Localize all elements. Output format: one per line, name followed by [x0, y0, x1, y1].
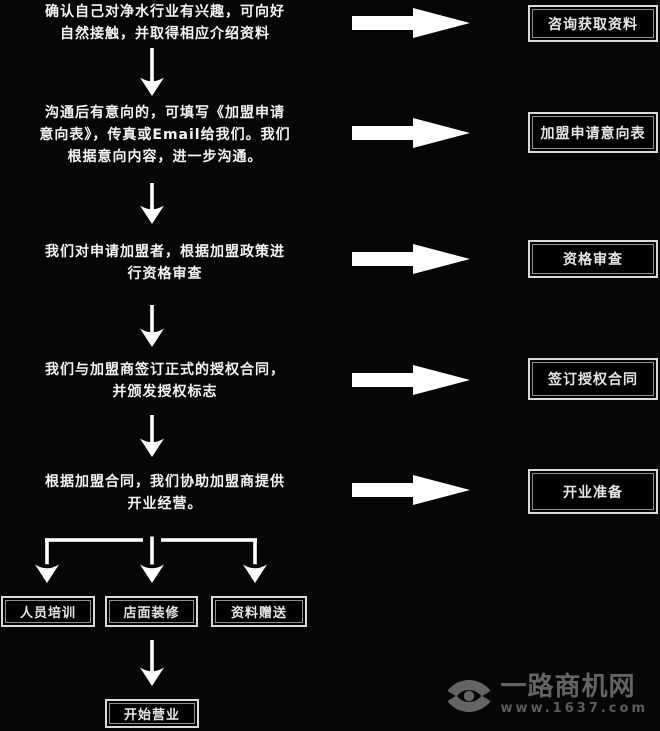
step-description-3-line-2: 行资格审查	[127, 266, 203, 282]
result-box-consult: 咨询获取资料	[528, 5, 658, 42]
branch-down-arrow-icon-left	[35, 564, 59, 583]
step-description-4: 我们与加盟商签订正式的授权合同， 并颁发授权标志	[0, 359, 330, 403]
right-arrow-icon-2	[352, 118, 470, 148]
step-description-2-line-1: 沟通后有意向的，可填写《加盟申请	[45, 105, 285, 121]
step-description-2-line-2: 意向表》，传真或Email给我们。我们	[39, 127, 291, 143]
watermark: 一路商机网 www.1637.com	[446, 674, 648, 717]
result-box-qualification-review-label: 资格审查	[532, 244, 654, 274]
watermark-site-url: www.1637.com	[500, 701, 648, 716]
step-description-5-line-2: 开业经营。	[127, 496, 203, 512]
step-description-1-line-1: 确认自己对净水行业有兴趣，可向好	[45, 4, 285, 20]
step-description-1-line-2: 自然接触，并取得相应介绍资料	[60, 26, 270, 42]
final-box-open-business: 开始营业	[105, 699, 199, 728]
branch-box-store-decoration: 店面装修	[105, 596, 198, 627]
branch-box-staff-training: 人员培训	[1, 596, 95, 627]
branch-box-materials-gift-label: 资料赠送	[215, 600, 303, 623]
step-description-3: 我们对申请加盟者，根据加盟政策进 行资格审查	[0, 241, 330, 285]
right-arrow-icon-1	[352, 8, 470, 38]
branch-box-store-decoration-label: 店面装修	[109, 600, 194, 623]
branch-box-staff-training-label: 人员培训	[5, 600, 91, 623]
right-arrow-icon-4	[352, 365, 470, 395]
final-box-open-business-label: 开始营业	[109, 703, 195, 724]
branch-connector	[35, 536, 267, 583]
step-description-3-line-1: 我们对申请加盟者，根据加盟政策进	[45, 244, 285, 260]
watermark-site-name: 一路商机网	[500, 672, 636, 702]
yilu-shangji-logo-icon	[447, 679, 491, 712]
step-description-4-line-2: 并颁发授权标志	[112, 384, 218, 400]
down-arrow-icon-1	[140, 48, 164, 96]
right-arrow-icon-5	[352, 475, 470, 505]
result-box-consult-label: 咨询获取资料	[532, 9, 654, 38]
result-box-sign-contract-label: 签订授权合同	[532, 362, 654, 396]
down-arrow-icon-2	[140, 183, 164, 224]
result-box-qualification-review: 资格审查	[528, 240, 658, 278]
branch-down-arrow-icon-middle	[140, 564, 164, 583]
result-box-application-form-label: 加盟申请意向表	[532, 116, 654, 149]
right-arrow-icon-3	[352, 244, 470, 274]
step-description-4-line-1: 我们与加盟商签订正式的授权合同，	[45, 362, 285, 378]
step-description-2: 沟通后有意向的，可填写《加盟申请 意向表》，传真或Email给我们。我们 根据意…	[0, 102, 330, 168]
watermark-text: 一路商机网 www.1637.com	[501, 674, 648, 717]
branch-box-materials-gift: 资料赠送	[211, 596, 307, 627]
result-box-opening-preparation: 开业准备	[528, 469, 658, 514]
down-arrow-icon-4	[140, 415, 164, 457]
step-description-5: 根据加盟合同，我们协助加盟商提供 开业经营。	[0, 471, 330, 515]
step-description-2-line-3: 根据意向内容，进一步沟通。	[67, 149, 263, 165]
down-arrow-icon-3	[140, 305, 164, 347]
result-box-sign-contract: 签订授权合同	[528, 358, 658, 400]
down-arrow-icon-final	[140, 640, 164, 686]
step-description-1: 确认自己对净水行业有兴趣，可向好 自然接触，并取得相应介绍资料	[0, 1, 330, 45]
branch-down-arrow-icon-right	[243, 564, 267, 583]
result-box-application-form: 加盟申请意向表	[528, 112, 658, 153]
step-description-5-line-1: 根据加盟合同，我们协助加盟商提供	[45, 474, 285, 490]
result-box-opening-preparation-label: 开业准备	[532, 473, 654, 510]
